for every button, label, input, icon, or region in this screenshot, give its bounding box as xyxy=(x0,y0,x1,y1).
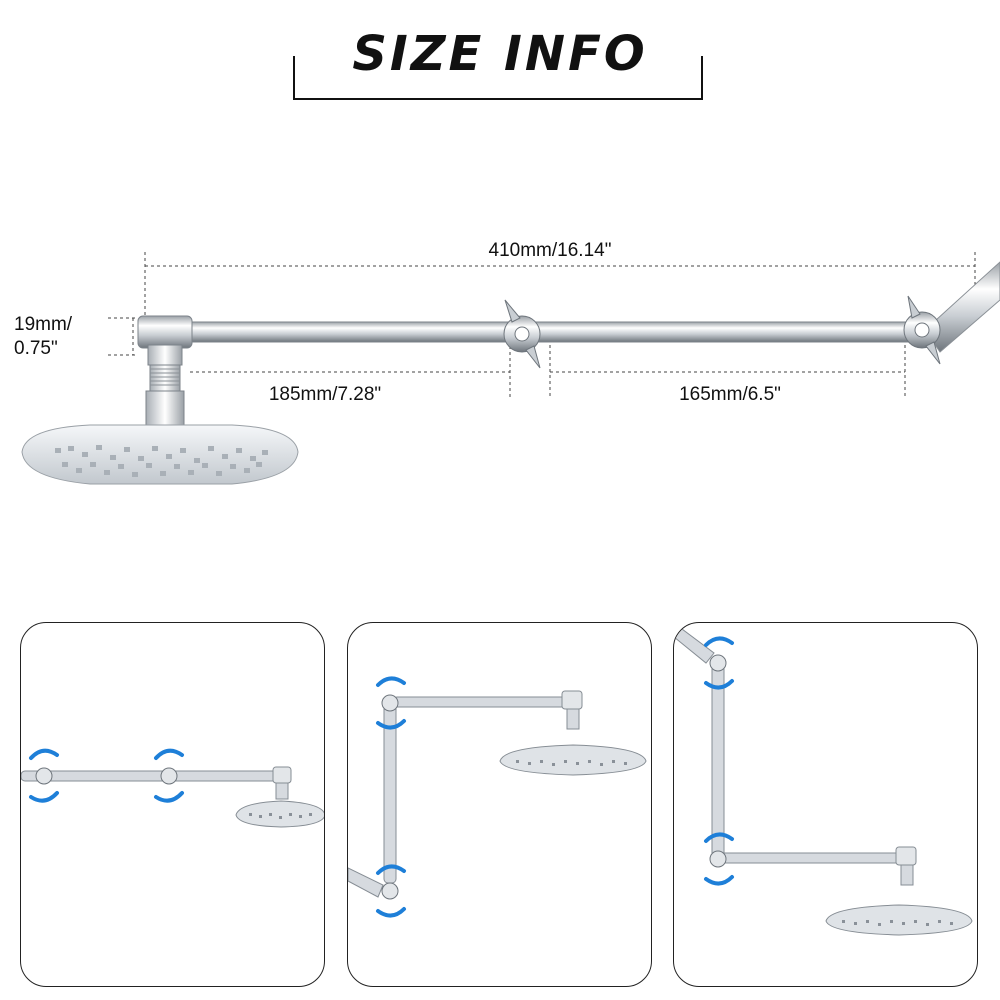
diameter-label-line2: 0.75" xyxy=(14,338,58,359)
shower-head xyxy=(21,424,299,485)
rotate-arrow-icon xyxy=(704,636,734,886)
straight-config-illustration xyxy=(21,748,324,828)
elbow-fitting xyxy=(137,315,193,426)
config-panel-straight xyxy=(20,622,325,987)
config-panel-reverse-l xyxy=(673,622,978,987)
right-swivel-joint xyxy=(903,295,941,365)
middle-swivel-joint xyxy=(503,299,541,369)
diameter-label: 19mm/ 0.75" xyxy=(14,313,104,361)
rotate-arrow-icon xyxy=(29,748,184,803)
reverse-l-config-illustration xyxy=(674,623,973,936)
second-segment-label: 165mm/6.5" xyxy=(679,384,781,405)
first-segment-label: 185mm/7.28" xyxy=(268,384,382,405)
l-shape-config-illustration xyxy=(348,676,647,918)
arm-pipe xyxy=(169,321,916,343)
total-length-label: 410mm/16.14" xyxy=(488,240,612,261)
title-frame xyxy=(293,56,703,100)
dimension-lines xyxy=(108,252,976,398)
diameter-label-line1: 19mm/ xyxy=(14,314,73,335)
rotate-arrow-icon xyxy=(376,676,406,918)
page-title: SIZE INFO xyxy=(0,24,1000,84)
shower-arm-diagram xyxy=(21,252,1000,485)
config-panel-l-shape xyxy=(347,622,652,987)
